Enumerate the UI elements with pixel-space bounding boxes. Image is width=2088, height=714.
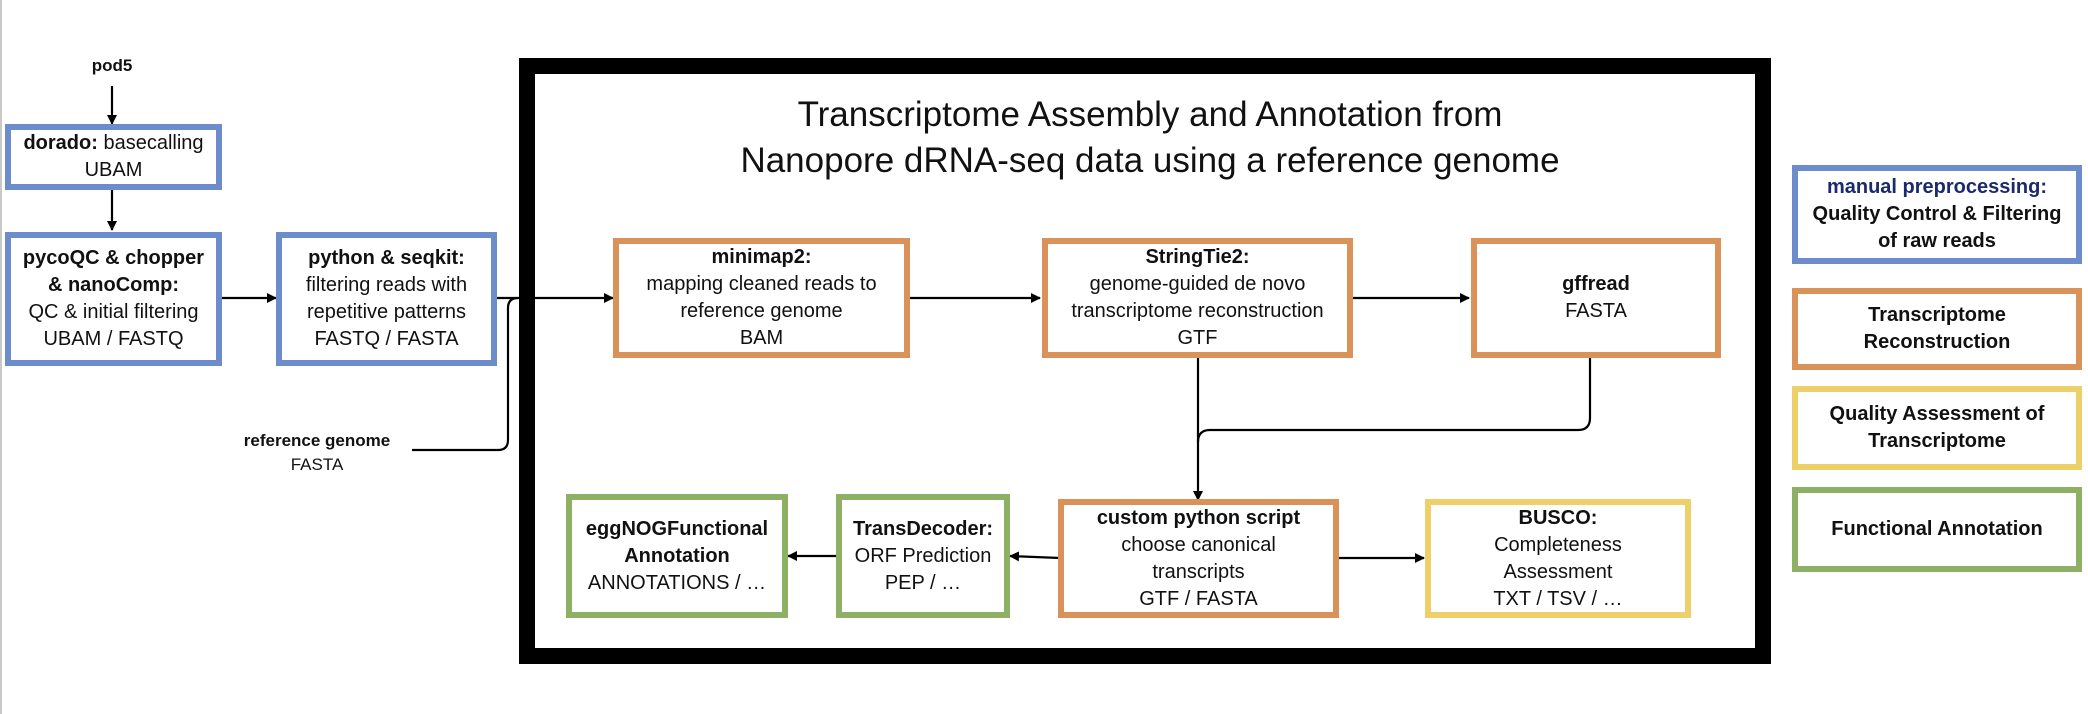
custom-python-output: GTF / FASTA <box>1139 587 1258 610</box>
legend-functional-line-1: Functional Annotation <box>1831 518 2043 540</box>
reference-genome-label: reference genome <box>243 431 391 450</box>
step-custom-python-script: custom python script choose canonical tr… <box>1058 499 1339 618</box>
transdecoder-tool: TransDecoder: <box>852 517 994 540</box>
gffread-tool: gffread <box>1562 273 1630 295</box>
eggnog-output: ANNOTATIONS / … <box>587 571 767 594</box>
step-gffread: gffread FASTA <box>1471 238 1721 358</box>
diagram-title: Transcriptome Assembly and Annotation fr… <box>640 92 1660 184</box>
reference-genome-format: FASTA <box>290 455 344 474</box>
minimap2-desc-line-2: reference genome <box>680 300 843 322</box>
step-busco: BUSCO: Completeness Assessment TXT / TSV… <box>1425 499 1691 618</box>
step-python-seqkit: python & seqkit: filtering reads with re… <box>276 232 497 366</box>
step-stringtie2: StringTie2: genome-guided de novo transc… <box>1042 238 1353 358</box>
step-dorado: dorado: basecalling UBAM <box>5 124 222 190</box>
step-minimap2: minimap2: mapping cleaned reads to refer… <box>613 238 910 358</box>
python-seqkit-tool: python & seqkit: <box>308 247 465 269</box>
eggnog-tool-line-1: eggNOGFunctional <box>585 517 769 540</box>
dorado-desc: basecalling <box>97 132 204 154</box>
pycoqc-tool-line-1: pycoQC & chopper <box>22 247 205 269</box>
stringtie2-output: GTF <box>1177 327 1218 349</box>
legend-functional-annotation: Functional Annotation <box>1792 487 2082 572</box>
title-line-1: Transcriptome Assembly and Annotation fr… <box>797 95 1503 134</box>
minimap2-desc-line-1: mapping cleaned reads to <box>646 273 877 295</box>
connector-gffread-to-custom <box>1196 356 1592 443</box>
legend-manual-line-2: Quality Control & Filtering <box>1812 203 2062 225</box>
stringtie2-desc-line-2: transcriptome reconstruction <box>1071 300 1324 322</box>
arrow-custom-to-transdecoder <box>1009 551 1061 562</box>
legend-quality-line-2: Transcriptome <box>1868 430 2006 452</box>
pycoqc-tool-line-2: & nanoComp: <box>47 274 180 296</box>
custom-python-tool: custom python script <box>1096 506 1301 529</box>
step-pycoqc-chopper-nanocomp: pycoQC & chopper & nanoComp: QC & initia… <box>5 232 222 366</box>
legend-manual-preprocessing: manual preprocessing: Quality Control & … <box>1792 165 2082 264</box>
busco-desc-line-2: Assessment <box>1503 560 1613 583</box>
transdecoder-desc: ORF Prediction <box>854 544 992 567</box>
step-eggnog: eggNOGFunctional Annotation ANNOTATIONS … <box>566 494 788 618</box>
step-transdecoder: TransDecoder: ORF Prediction PEP / … <box>836 494 1010 618</box>
busco-tool: BUSCO: <box>1518 506 1598 529</box>
dorado-tool: dorado: <box>23 132 98 154</box>
title-line-2: Nanopore dRNA-seq data using a reference… <box>740 141 1560 180</box>
custom-python-desc-line-1: choose canonical <box>1121 533 1276 556</box>
legend-quality-line-1: Quality Assessment of <box>1829 403 2045 425</box>
busco-output: TXT / TSV / … <box>1493 587 1623 610</box>
busco-desc-line-1: Completeness <box>1494 533 1622 556</box>
legend-manual-line-1: manual preprocessing: <box>1826 176 2048 198</box>
eggnog-tool-line-2: Annotation <box>624 544 730 567</box>
legend-manual-line-3: of raw reads <box>1878 230 1996 252</box>
connector-reference-genome <box>412 296 519 452</box>
gffread-output: FASTA <box>1565 300 1627 322</box>
window-left-edge <box>0 0 2 714</box>
minimap2-output: BAM <box>739 327 784 349</box>
input-reference-genome: reference genome FASTA <box>222 429 412 477</box>
pipeline-frame <box>519 58 1771 664</box>
legend-reconstruction-line-2: Reconstruction <box>1863 331 2011 353</box>
stringtie2-desc-line-1: genome-guided de novo <box>1089 273 1306 295</box>
pycoqc-desc: QC & initial filtering <box>28 301 199 323</box>
legend-reconstruction-line-1: Transcriptome <box>1868 304 2006 326</box>
input-pod5: pod5 <box>91 56 133 75</box>
python-seqkit-desc-line-2: repetitive patterns <box>307 301 466 323</box>
transdecoder-output: PEP / … <box>884 571 962 594</box>
legend-quality-assessment: Quality Assessment of Transcriptome <box>1792 386 2082 470</box>
custom-python-desc-line-2: transcripts <box>1152 560 1245 583</box>
legend-transcriptome-reconstruction: Transcriptome Reconstruction <box>1792 288 2082 370</box>
minimap2-tool: minimap2: <box>711 246 812 268</box>
pycoqc-output: UBAM / FASTQ <box>43 328 184 350</box>
stringtie2-tool: StringTie2: <box>1145 246 1250 268</box>
python-seqkit-desc-line-1: filtering reads with <box>305 274 468 296</box>
python-seqkit-output: FASTQ / FASTA <box>314 328 459 350</box>
dorado-output: UBAM <box>84 159 143 181</box>
